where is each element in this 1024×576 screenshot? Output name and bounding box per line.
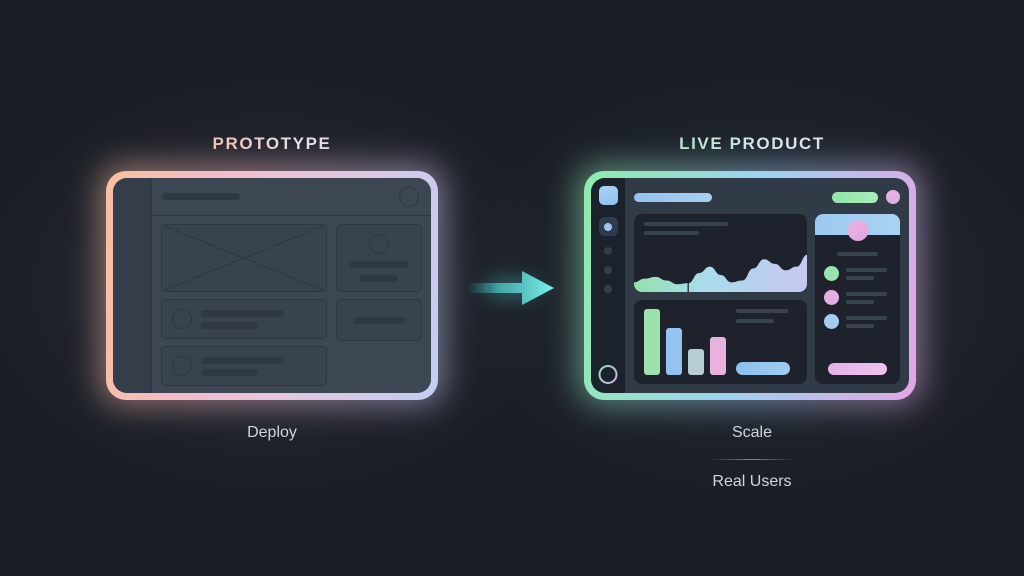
wireframe-avatar-icon [368,234,389,254]
bar-chart-plot [644,309,727,375]
activity-text-line [846,291,887,296]
sidebar-nav [598,217,618,293]
wireframe-title-placeholder [162,193,240,200]
activity-list [824,266,891,329]
side-text-line [736,319,775,324]
activity-status-dot [824,266,840,281]
dashboard-main [625,178,909,393]
wireframe-image-placeholder [161,224,327,292]
right-arrow-icon [466,265,558,311]
activity-text-line [846,299,875,304]
bar-chart-card[interactable] [634,300,808,384]
wireframe-sidebar-rail[interactable] [113,178,151,393]
wireframe-text-line [352,316,405,324]
sidebar-item-3[interactable] [604,266,612,274]
scale-caption: Scale [731,424,773,441]
primary-action-button[interactable] [832,191,878,203]
area-chart-plot [634,241,808,293]
side-text-line [736,309,789,314]
wireframe-body [151,178,431,393]
app-logo-icon[interactable] [598,186,618,205]
dashboard-left-column [634,214,808,384]
activity-status-dot [824,290,840,305]
sidebar-profile-ring-icon[interactable] [599,365,618,384]
deploy-caption: Deploy [247,424,297,441]
bar-c [688,348,705,375]
activity-text-line [846,267,887,272]
bar-chart-side-panel [736,309,797,375]
real-users-caption: Real Users [712,473,792,490]
activity-status-dot [824,314,840,329]
live-product-frame [584,171,916,400]
profile-panel-card[interactable] [815,214,900,384]
activity-text-line [846,315,887,320]
dashboard-topbar [634,186,900,208]
live-product-title: LIVE PRODUCT [612,134,892,154]
wireframe-text-line [348,261,409,268]
prototype-frame [106,171,438,400]
activity-list-item[interactable] [824,314,891,329]
wireframe-text-line [360,275,398,282]
wireframe-avatar-icon[interactable] [399,187,419,207]
wireframe-text-line [201,368,259,376]
area-chart-card[interactable] [634,214,808,293]
wireframe-text-line [201,309,284,317]
area-chart-header [634,222,807,235]
profile-panel-header [815,214,900,241]
prototype-title: PROTOTYPE [132,134,412,154]
secondary-action-button[interactable] [736,362,791,375]
dashboard-grid [634,214,900,384]
bar-d [710,336,727,375]
live-product-screen [591,178,909,393]
wireframe-list-item-2[interactable] [161,346,327,386]
wireframe-main-column [161,224,327,393]
wireframe-text-lines [201,309,316,329]
user-avatar[interactable] [886,190,900,204]
wireframe-cta-card[interactable] [335,299,422,341]
sidebar-item-4[interactable] [604,285,612,293]
activity-text-line [846,323,875,328]
activity-text-lines [846,291,891,304]
activity-text-lines [846,267,891,280]
caption-divider [710,459,794,460]
profile-name-placeholder [837,252,879,256]
bar-b [666,327,683,375]
wireframe-topbar [152,178,431,216]
wireframe-list-item-1[interactable] [161,299,327,339]
search-input[interactable] [634,192,712,202]
wireframe-text-line [201,321,259,329]
sidebar-item-active[interactable] [598,217,618,236]
sidebar-item-2[interactable] [604,247,612,255]
wireframe-content [152,216,431,393]
dashboard-sidebar-rail [591,178,625,393]
dashboard-right-column [815,214,900,384]
wireframe-avatar-icon [172,356,192,376]
chart-subtitle-placeholder [644,231,700,235]
wireframe-side-column [335,224,422,393]
profile-action-button[interactable] [828,363,887,375]
profile-avatar[interactable] [847,220,869,241]
chart-title-placeholder [644,222,729,226]
wireframe-text-line [201,356,284,364]
bar-a [644,309,661,375]
activity-list-item[interactable] [824,290,891,305]
profile-panel-body [815,235,900,384]
prototype-screen [113,178,431,393]
wireframe-profile-card[interactable] [335,224,422,292]
activity-text-lines [846,315,891,328]
wireframe-avatar-icon [172,309,192,329]
wireframe-text-lines [201,356,316,376]
activity-text-line [846,275,875,280]
activity-list-item[interactable] [824,266,891,281]
